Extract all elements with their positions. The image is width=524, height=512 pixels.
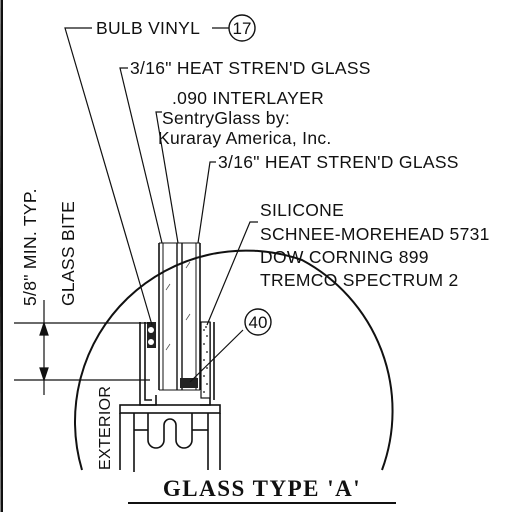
left-border-line-outer [0, 0, 2, 512]
tag-circle-40 [244, 308, 272, 336]
interlayer-label-3: Kuraray America, Inc. [158, 128, 332, 148]
leader-lines [64, 27, 258, 383]
min-typ-label: 5/8" MIN. TYP. [20, 188, 40, 306]
silicone-label-1: SILICONE [260, 200, 344, 220]
bulb-vinyl-tag: 17 [233, 19, 252, 38]
bulb-vinyl-label: BULB VINYL [96, 18, 200, 38]
caption-title: GLASS TYPE 'A' [163, 476, 361, 501]
silicone-label-3: DOW CORNING 899 [260, 247, 429, 267]
detail-circle [74, 249, 394, 471]
frame-extrusion [119, 322, 221, 472]
exterior-label: EXTERIOR [97, 386, 114, 470]
bulb-vinyl-gasket [147, 322, 156, 348]
silicone-label-2: SCHNEE-MOREHEAD 5731 [260, 224, 490, 244]
glass-bite-label: GLASS BITE [58, 201, 78, 306]
interlayer-label-2: SentryGlass by: [162, 108, 290, 128]
setting-block [180, 378, 198, 388]
silicone-bead [200, 321, 211, 399]
silicone-label-4: TREMCO SPECTRUM 2 [260, 270, 459, 290]
inner-glass-label: 3/16" HEAT STREN'D GLASS [218, 152, 459, 172]
glass-bite-dimension [14, 300, 150, 395]
glass-assembly [158, 242, 201, 391]
outer-glass-label: 3/16" HEAT STREN'D GLASS [130, 58, 371, 78]
setting-block-tag: 40 [249, 313, 268, 332]
interlayer-label-1: .090 INTERLAYER [172, 88, 324, 108]
